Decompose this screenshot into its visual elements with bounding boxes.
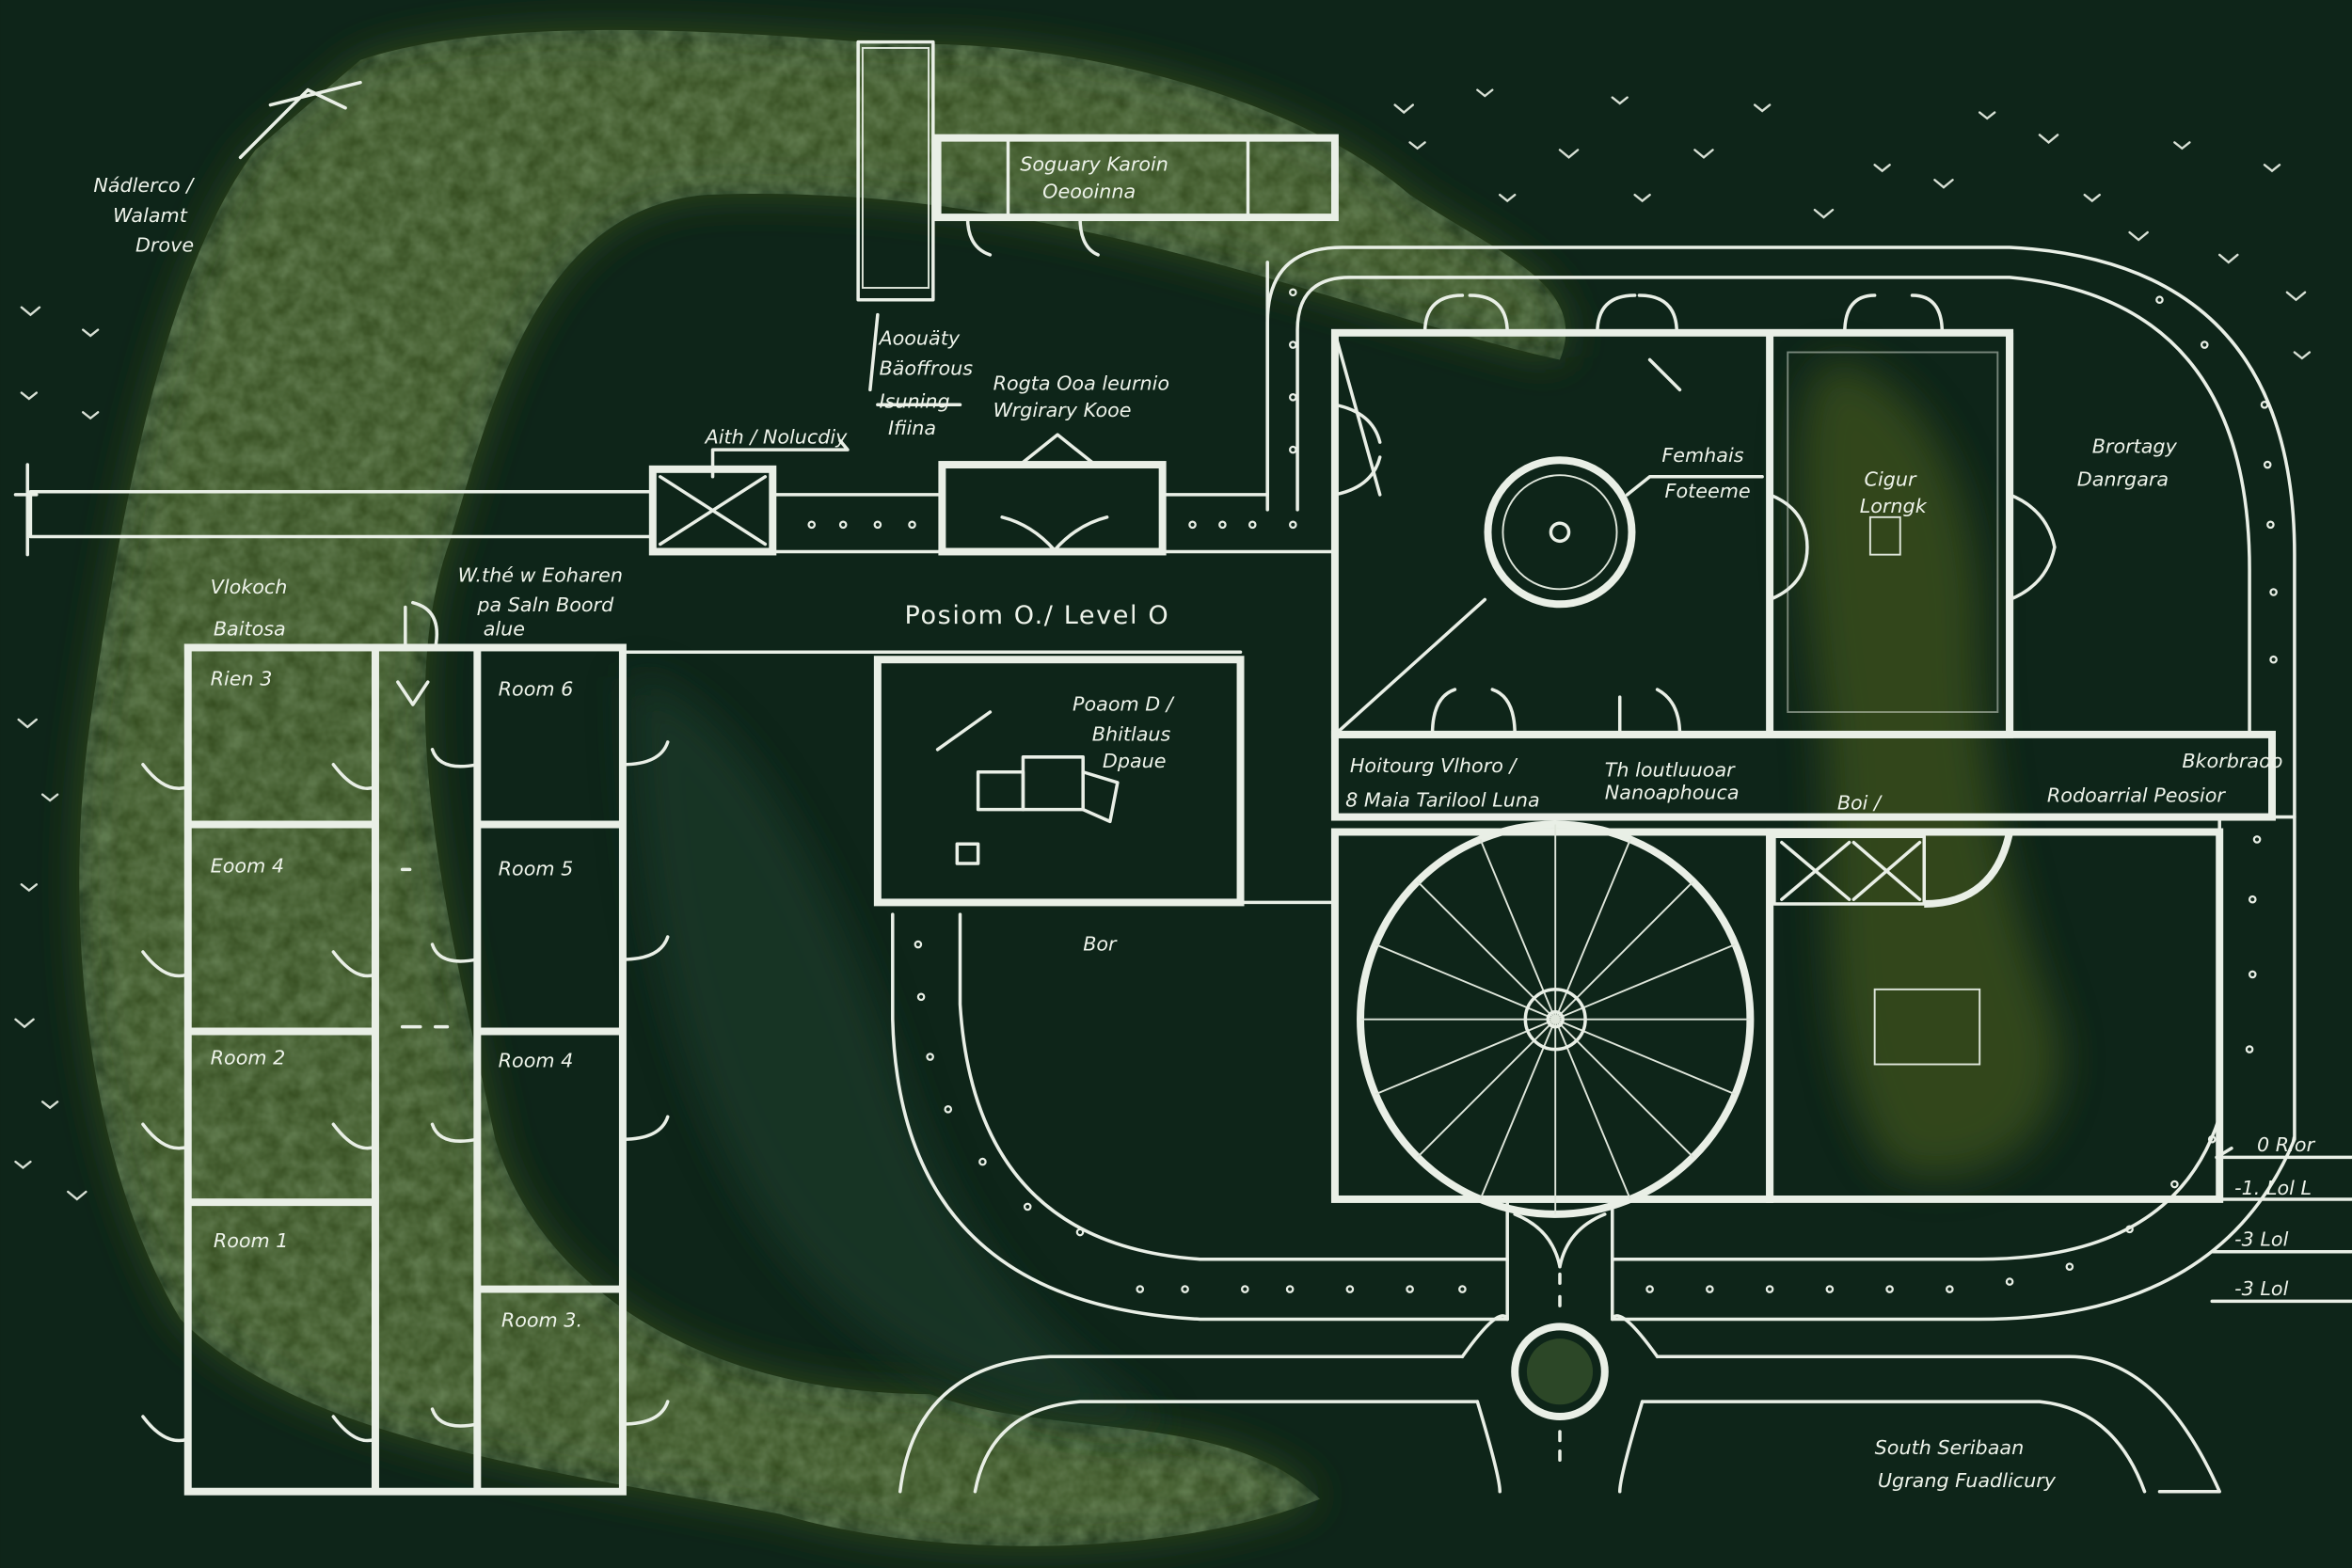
label-north-wing-3: Isuning [879,389,949,412]
label-north-3: Drove [135,234,194,257]
label-center-1: Poaom D / [1073,692,1175,715]
label-corridor-left-2: 8 Maia Tarilool Luna [1345,788,1540,811]
north-building [856,40,1339,407]
label-center-2: Bhitlaus [1092,722,1171,745]
label-south-1: South Seribaan [1875,1436,2025,1459]
legend-item: -3 Lol [2234,1277,2288,1300]
room-label: Room 5 [499,858,574,880]
label-west-2: Baitosa [214,618,286,641]
label-fountain-1: Femhais [1661,444,1743,467]
label-reception-2: Wrgirary Kooe [993,399,1132,421]
room-label: Rien 3 [211,667,273,689]
label-corridor-left-1: Hoitourg Vlhoro / [1350,754,1518,777]
west-building [141,600,670,1496]
label-corridor-mid-2: Nanoaphouca [1605,781,1740,803]
label-north-wing-4: Ifiina [888,417,936,439]
level-legend: 0 Rlor -1. Lol L -3 Lol -3 Lol [2210,1133,2352,1304]
main-building [1330,293,2276,821]
legend-item: 0 Rlor [2257,1133,2316,1156]
room-label: Room 6 [499,677,574,700]
label-reception-1: Rogta Ooa leurnio [993,372,1169,394]
label-top-room-2: Oeooinna [1042,180,1136,202]
label-north-1: Nádlerco / [93,174,195,197]
label-center-3: Dpaue [1103,750,1167,772]
label-corridor-right-2: Rodoarrial Peosior [2047,784,2226,807]
room-label: Room 2 [211,1047,286,1069]
label-west-entrance-3: alue [484,618,525,641]
room-label: Room 1 [214,1229,289,1252]
label-north-2: Walamt [113,204,188,227]
label-corridor-mid-1: Th loutluuoar [1605,759,1736,782]
road-loop [891,295,2296,1494]
label-lounge-2: Lorngk [1860,495,1928,517]
legend-item: -3 Lol [2234,1227,2288,1250]
label-bar-lower: Bor [1083,932,1118,955]
labels: Nádlerco / Walamt Drove Soguary Karoin O… [93,153,2282,1492]
label-top-room-1: Soguary Karoin [1020,153,1168,176]
birds [14,80,2312,1201]
label-entry: Aith / Nolucdiy [704,426,849,449]
center-room [621,650,1337,907]
label-lounge-1: Cigur [1865,467,1917,490]
label-fountain-2: Foteeme [1665,480,1751,502]
label-west-entrance-2: pa Saln Boord [476,594,614,616]
room-label: Room 4 [499,1050,574,1072]
label-corridor-right-1: Bkorbraoo [2182,750,2282,772]
legend-item: -1. Lol L [2234,1177,2312,1199]
south-wing [1330,820,2224,1218]
label-bar-upper: Boi / [1837,792,1883,815]
room-label: Eoom 4 [211,855,284,878]
label-south-2: Ugrang Fuadlicury [1878,1469,2057,1492]
label-east-2: Danrgara [2077,467,2169,490]
label-west-1: Vlokoch [211,576,288,598]
label-north-wing-2: Bäoffrous [879,356,973,379]
forest [79,29,2060,1546]
room-label: Room 3. [501,1308,582,1331]
entry-corridor [13,245,2296,819]
page-title: Posiom O./ Level O [905,601,1170,630]
label-north-wing-1: Aoouäty [877,327,960,350]
label-west-entrance-1: W.thé w Eoharen [458,563,623,586]
label-east-1: Brortagy [2092,435,2178,457]
